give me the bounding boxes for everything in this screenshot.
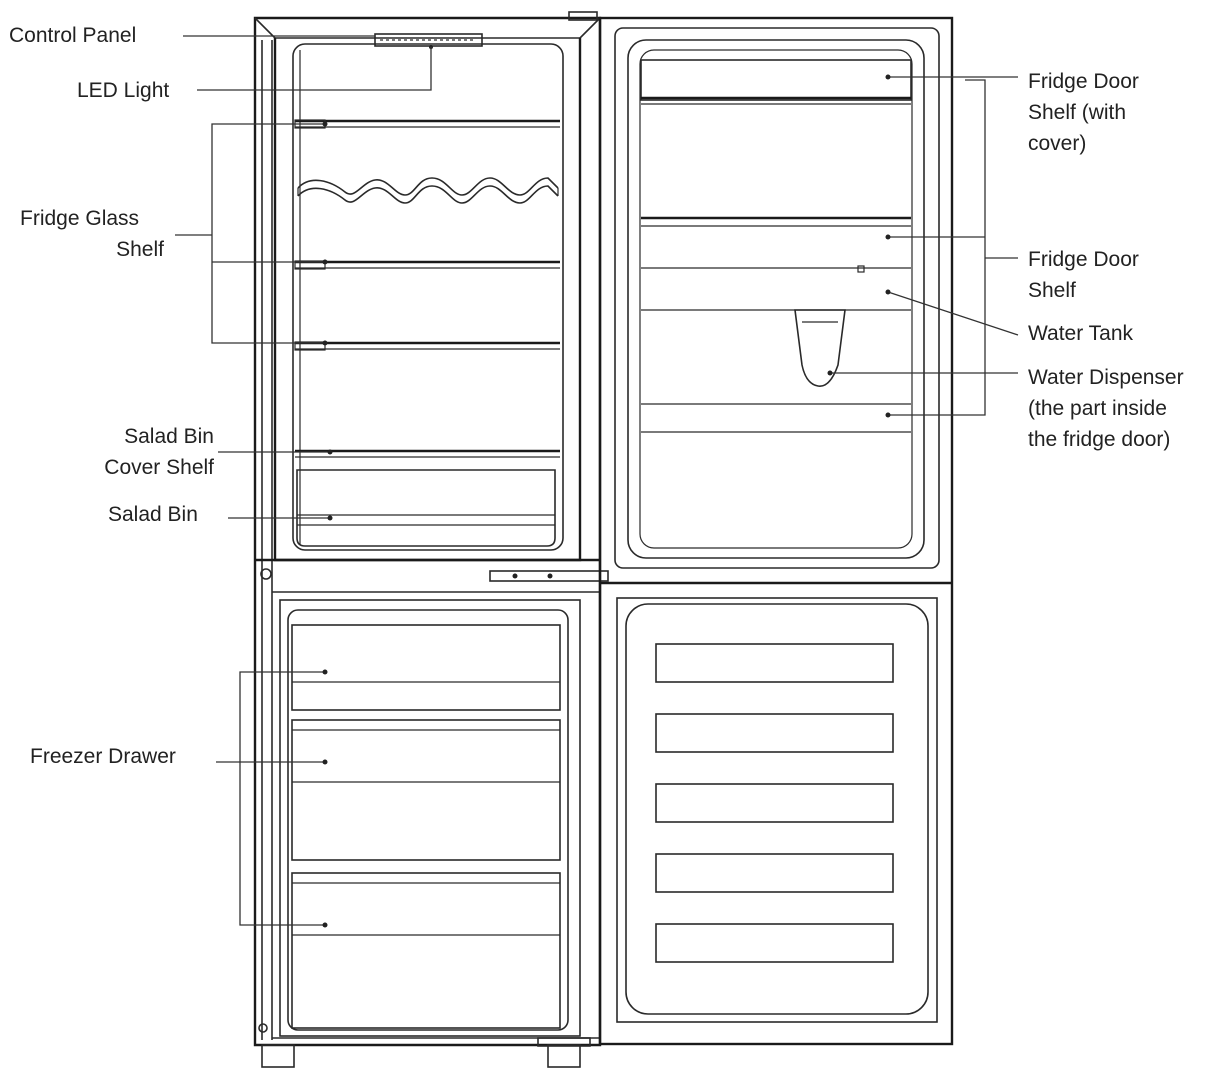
label-salad-bin-cover-shelf-line1: Salad Bin <box>124 425 214 448</box>
fridge-glass-shelves <box>294 119 560 351</box>
label-water-dispenser-line2: (the part inside <box>1028 397 1167 420</box>
label-water-dispenser-line1: Water Dispenser <box>1028 366 1184 389</box>
label-freezer-drawer: Freezer Drawer <box>30 741 176 772</box>
label-freezer-drawer-text: Freezer Drawer <box>30 745 176 768</box>
label-led-light: LED Light <box>77 75 169 106</box>
label-fridge-door-shelf-cover-line1: Fridge Door <box>1028 70 1139 93</box>
label-fridge-door-shelf: Fridge Door Shelf <box>1028 244 1139 306</box>
door-shelves <box>640 59 912 433</box>
label-fridge-door-shelf-line2: Shelf <box>1028 279 1076 302</box>
label-led-light-text: LED Light <box>77 79 170 102</box>
label-fridge-glass-shelf-line1: Fridge Glass <box>20 207 140 230</box>
label-salad-bin-cover-shelf-line2: Cover Shelf <box>104 456 214 479</box>
label-control-panel-text: Control Panel <box>9 24 137 47</box>
fridge-doors <box>598 16 954 1046</box>
salad-bin <box>296 469 556 547</box>
label-salad-bin: Salad Bin <box>108 499 198 530</box>
label-fridge-door-shelf-with-cover: Fridge Door Shelf (with cover) <box>1028 66 1139 159</box>
label-water-tank-text: Water Tank <box>1028 322 1134 345</box>
label-fridge-glass-shelf-line2: Shelf <box>116 238 164 261</box>
label-salad-bin-text: Salad Bin <box>108 503 198 526</box>
label-water-dispenser-line3: the fridge door) <box>1028 428 1171 451</box>
label-fridge-door-shelf-cover-line3: cover) <box>1028 132 1087 155</box>
label-control-panel: Control Panel <box>9 20 136 51</box>
water-dispenser <box>794 309 846 387</box>
freezer-drawers <box>291 624 561 1029</box>
label-water-dispenser: Water Dispenser (the part inside the fri… <box>1028 362 1184 455</box>
label-fridge-glass-shelf: Fridge Glass Shelf <box>20 203 164 265</box>
label-water-tank: Water Tank <box>1028 318 1133 349</box>
label-salad-bin-cover-shelf: Salad Bin Cover Shelf <box>70 421 214 483</box>
label-fridge-door-shelf-line1: Fridge Door <box>1028 248 1139 271</box>
label-fridge-door-shelf-cover-line2: Shelf (with <box>1028 101 1127 124</box>
fridge-cabinet <box>253 11 609 1068</box>
wine-rack <box>297 177 559 204</box>
leader-lines <box>175 35 1019 928</box>
freezer-door-panels <box>655 643 894 963</box>
